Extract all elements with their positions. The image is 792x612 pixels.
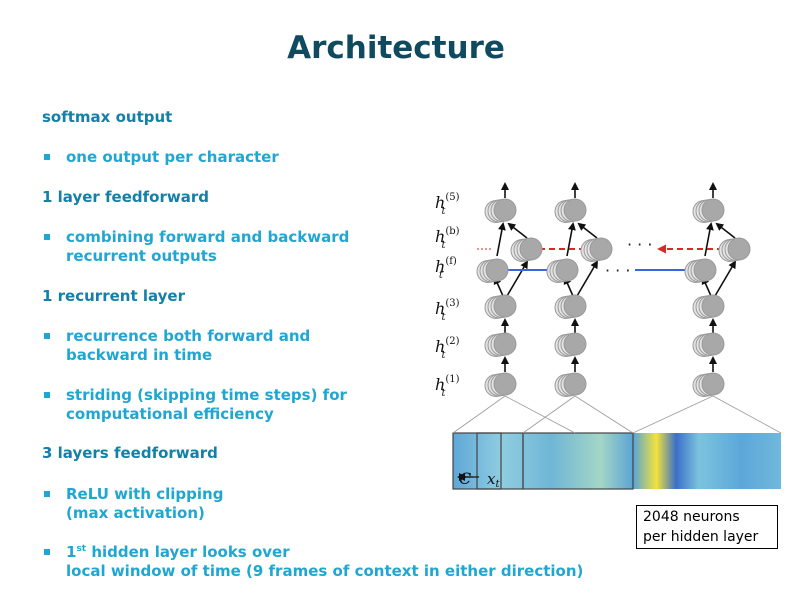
bullet-first-hidden: 1st hidden layer looks over local window… — [66, 543, 583, 581]
node-stack-h2 — [701, 332, 725, 356]
bullet-square-icon — [44, 234, 50, 240]
bullet-text-line2: local window of time (9 frames of contex… — [66, 562, 584, 580]
node-stack-h1 — [701, 372, 725, 396]
spectrogram-input — [452, 432, 781, 490]
bullet-square-icon — [44, 333, 50, 339]
node-stack-forward — [485, 258, 509, 282]
node-stack-h3 — [563, 294, 587, 318]
node-stack-output — [493, 198, 517, 222]
ellipsis-bottom: · · · — [605, 261, 630, 280]
up-arrow — [507, 222, 528, 239]
bullet-text-pre: 1 — [66, 543, 77, 561]
ellipsis-top: · · · — [627, 235, 652, 254]
input-connection — [452, 395, 506, 434]
slide-title: Architecture — [287, 30, 505, 66]
input-connection — [522, 395, 576, 434]
node-stack-h1 — [563, 372, 587, 396]
node-stack-h2 — [493, 332, 517, 356]
node-stack-output — [701, 198, 725, 222]
up-arrow — [577, 222, 598, 239]
bullet-square-icon — [44, 154, 50, 160]
bullet-striding: striding (skipping time steps) for compu… — [66, 386, 347, 424]
bullet-relu: ReLU with clipping (max activation) — [66, 485, 223, 523]
up-arrow — [715, 222, 736, 239]
node-stack-h2 — [563, 332, 587, 356]
bullet-text-line1: ReLU with clipping — [66, 485, 224, 503]
callout-line1: 2048 neurons — [643, 509, 740, 525]
layer-label: h(b)t — [435, 226, 460, 251]
layer-labels: h(5)t h(b)t h(f)t h(3)t h(2)t h(1)t — [435, 192, 460, 399]
up-arrow — [576, 260, 599, 297]
heading-feedforward-1: 1 layer feedforward — [42, 188, 209, 206]
node-stack-backward — [589, 237, 613, 261]
bullet-square-icon — [44, 392, 50, 398]
up-arrow — [496, 222, 506, 257]
up-arrow — [506, 260, 529, 297]
node-stack-output — [563, 198, 587, 222]
bullet-text-line1: striding (skipping time steps) for — [66, 386, 347, 404]
node-stack-backward — [727, 237, 751, 261]
bullet-text-line1: combining forward and backward — [66, 228, 350, 246]
superscript: st — [76, 544, 87, 554]
node-stack-h3 — [701, 294, 725, 318]
layer-label: h(2)t — [435, 336, 460, 361]
callout-box: 2048 neurons per hidden layer — [636, 505, 778, 549]
bullet-text-line2: computational efficiency — [66, 405, 274, 423]
bullet-text-line2: backward in time — [66, 346, 213, 364]
layer-label: h(f)t — [435, 256, 457, 281]
node-stack-h1 — [493, 372, 517, 396]
bullet-combining: combining forward and backward recurrent… — [66, 228, 349, 266]
network-nodes — [452, 182, 782, 434]
bullet-text-line2: (max activation) — [66, 504, 205, 522]
input-connection — [574, 395, 634, 434]
bullet-text-post: hidden layer looks over — [86, 543, 290, 561]
node-stack-forward — [555, 258, 579, 282]
heading-recurrent-layer: 1 recurrent layer — [42, 287, 185, 305]
heading-feedforward-3: 3 layers feedforward — [42, 444, 218, 462]
node-stack-forward — [693, 258, 717, 282]
bullet-square-icon — [44, 491, 50, 497]
layer-label: h(5)t — [435, 192, 460, 217]
up-arrow — [566, 222, 576, 257]
bullet-text: one output per character — [66, 148, 279, 166]
heading-softmax-output: softmax output — [42, 108, 173, 126]
up-arrow — [704, 222, 714, 257]
layer-label: h(3)t — [435, 298, 460, 323]
rnn-architecture-figure: C xt h(5)t h(b)t h(f)t h(3)t h(2)t h(1)t · · … — [435, 182, 782, 490]
bullet-square-icon — [44, 549, 50, 555]
bullet-recurrence: recurrence both forward and backward in … — [66, 327, 310, 365]
input-label-x: xt — [487, 470, 500, 490]
bullet-one-output: one output per character — [66, 148, 279, 167]
up-arrow — [714, 260, 737, 297]
input-connection — [712, 395, 782, 434]
bullet-text-line1: recurrence both forward and — [66, 327, 311, 345]
input-connection — [504, 395, 576, 434]
input-connection — [632, 395, 714, 434]
callout-line2: per hidden layer — [643, 529, 759, 545]
bullet-text-line2: recurrent outputs — [66, 247, 217, 265]
context-label: C — [459, 469, 471, 488]
node-stack-backward — [519, 237, 543, 261]
layer-label: h(1)t — [435, 374, 460, 399]
node-stack-h3 — [493, 294, 517, 318]
